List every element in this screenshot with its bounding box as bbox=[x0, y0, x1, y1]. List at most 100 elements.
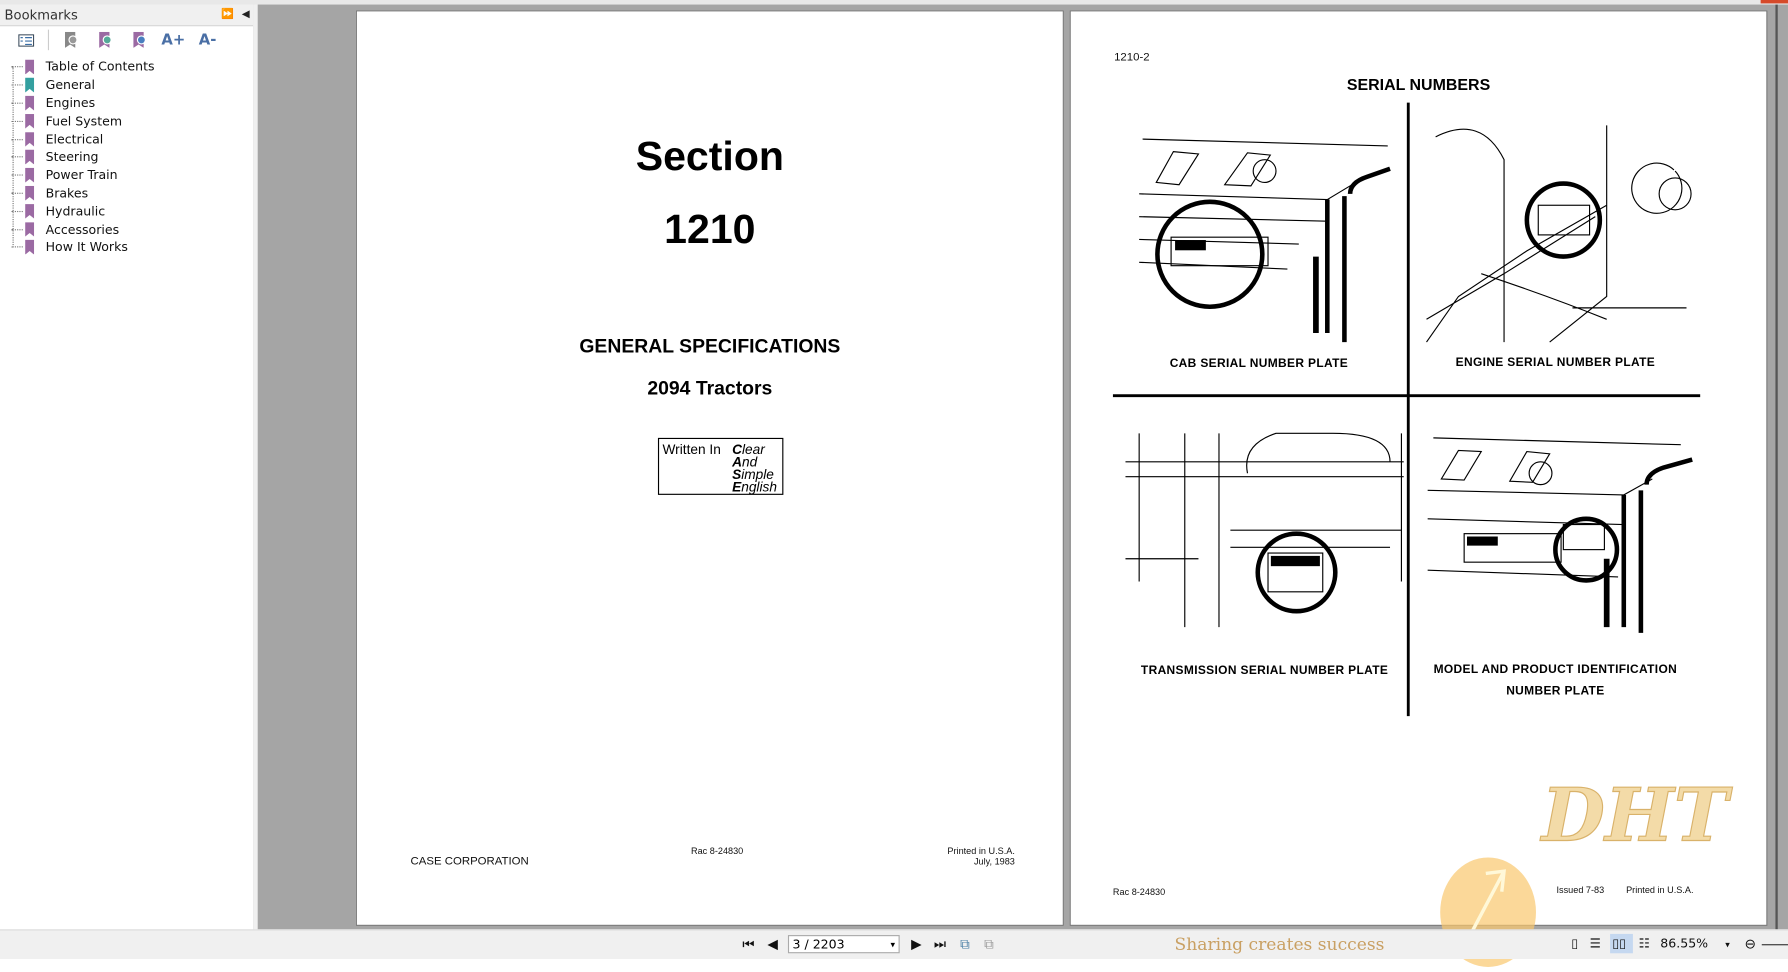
bookmark-label: Table of Contents bbox=[45, 59, 155, 75]
last-page-button[interactable]: ⏭ bbox=[933, 936, 947, 953]
section-number: 1210 bbox=[664, 205, 756, 253]
status-bar: ⏮ ◀ 3 / 2203 ▾ ▶ ⏭ ⧉ ⧉ Sharing creates su… bbox=[0, 929, 1788, 959]
letter-a: A bbox=[732, 453, 742, 470]
engine-illustration bbox=[1426, 125, 1692, 343]
caption-model-line2: NUMBER PLATE bbox=[1506, 684, 1605, 698]
caption-model-line1: MODEL AND PRODUCT IDENTIFICATION bbox=[1433, 662, 1678, 677]
page-number: 1210-2 bbox=[1114, 51, 1150, 64]
doc-title: GENERAL SPECIFICATIONS bbox=[579, 335, 841, 357]
two-page-view-button[interactable] bbox=[1610, 933, 1633, 954]
page-left: Section 1210 GENERAL SPECIFICATIONS 2094… bbox=[355, 10, 1064, 926]
increase-font-icon[interactable]: A+ bbox=[161, 31, 186, 49]
document-view[interactable]: Section 1210 GENERAL SPECIFICATIONS 2094… bbox=[257, 4, 1788, 930]
bookmark-label: Brakes bbox=[45, 185, 89, 201]
bookmark-engines[interactable]: Engines bbox=[11, 94, 253, 112]
add-bookmark-icon[interactable] bbox=[88, 29, 122, 52]
bookmark-icon bbox=[25, 239, 35, 255]
continuous-view-icon[interactable]: ☰ bbox=[1589, 936, 1601, 952]
page-number-value: 3 / 2203 bbox=[792, 937, 845, 953]
decrease-font-icon[interactable]: A- bbox=[198, 31, 217, 49]
two-page-continuous-icon[interactable]: ☷ bbox=[1638, 936, 1650, 952]
page-edge-shadow bbox=[1775, 4, 1778, 930]
chevron-down-icon[interactable]: ▾ bbox=[890, 939, 896, 950]
bookmarks-title: Bookmarks bbox=[4, 6, 78, 23]
bookmark-icon bbox=[25, 59, 35, 75]
next-view-icon[interactable]: ⧉ bbox=[984, 936, 994, 953]
bookmark-icon bbox=[25, 221, 35, 237]
bookmark-icon bbox=[25, 131, 35, 147]
zoom-out-icon[interactable]: ⊖ bbox=[1744, 936, 1757, 953]
bookmark-table-of-contents[interactable]: Table of Contents bbox=[11, 58, 253, 76]
bookmark-fuel-system[interactable]: Fuel System bbox=[11, 112, 253, 130]
bookmark-brakes[interactable]: Brakes bbox=[11, 184, 253, 202]
two-page-view-icon: ▯▯ bbox=[1612, 936, 1627, 952]
model-plate-illustration bbox=[1427, 437, 1693, 633]
printed-in: Printed in U.S.A. bbox=[1626, 884, 1694, 896]
watermark-logo-text: DHT bbox=[1541, 773, 1729, 859]
bookmark-electrical[interactable]: Electrical bbox=[11, 130, 253, 148]
next-page-button[interactable]: ▶ bbox=[911, 936, 922, 953]
print-date: July, 1983 bbox=[973, 856, 1015, 867]
serial-plate-illustrations bbox=[1112, 102, 1701, 717]
bookmarks-toolbar: A+ A- bbox=[0, 26, 253, 53]
bookmark-options-icon[interactable] bbox=[9, 29, 43, 52]
bookmark-steering[interactable]: Steering bbox=[11, 148, 253, 166]
section-label: Section bbox=[635, 132, 784, 180]
bookmark-label: How It Works bbox=[45, 239, 128, 255]
word-and: nd bbox=[741, 453, 758, 470]
issued-date: Issued 7-83 bbox=[1556, 884, 1605, 896]
doc-subtitle: 2094 Tractors bbox=[647, 377, 773, 400]
previous-page-button[interactable]: ◀ bbox=[767, 936, 778, 953]
rac-number: Rac 8-24830 bbox=[691, 846, 744, 857]
previous-view-icon[interactable]: ⧉ bbox=[960, 936, 970, 953]
bookmark-label: Electrical bbox=[45, 131, 104, 147]
bookmark-how-it-works[interactable]: How It Works bbox=[11, 238, 253, 256]
clear-english-box: Written In Clear And Simple English bbox=[657, 437, 784, 495]
bookmark-label: Accessories bbox=[45, 221, 120, 237]
letter-c: C bbox=[732, 441, 742, 458]
panel-splitter[interactable] bbox=[253, 4, 258, 930]
cab-illustration bbox=[1139, 138, 1391, 343]
caption-engine: ENGINE SERIAL NUMBER PLATE bbox=[1455, 355, 1656, 370]
bookmarks-panel: Bookmarks ⏩ ◀ A+ A- Table of Contents Ge… bbox=[0, 4, 255, 930]
page-number-input[interactable]: 3 / 2203 ▾ bbox=[787, 935, 900, 954]
zoom-level[interactable]: 86.55% bbox=[1660, 936, 1709, 952]
bookmark-icon bbox=[25, 149, 35, 165]
watermark-slogan: Sharing creates success bbox=[1174, 933, 1385, 955]
letter-e: E bbox=[732, 478, 742, 495]
go-to-bookmark-icon[interactable] bbox=[122, 29, 156, 52]
caption-transmission: TRANSMISSION SERIAL NUMBER PLATE bbox=[1140, 663, 1389, 678]
bookmark-icon bbox=[25, 167, 35, 183]
bookmark-icon bbox=[25, 203, 35, 219]
bookmark-tree: Table of Contents General Engines Fuel S… bbox=[0, 58, 253, 256]
bookmark-general[interactable]: General bbox=[11, 76, 253, 94]
bookmark-label: Engines bbox=[45, 95, 96, 111]
bookmark-power-train[interactable]: Power Train bbox=[11, 166, 253, 184]
single-page-view-icon[interactable]: ▯ bbox=[1571, 936, 1579, 952]
zoom-slider[interactable] bbox=[1761, 944, 1788, 946]
word-clear: lear bbox=[741, 441, 765, 458]
caption-cab: CAB SERIAL NUMBER PLATE bbox=[1169, 356, 1349, 371]
bookmark-icon bbox=[25, 77, 35, 93]
bookmark-label: Hydraulic bbox=[45, 203, 106, 219]
zoom-dropdown-icon[interactable]: ▾ bbox=[1725, 939, 1730, 950]
bookmark-label: Power Train bbox=[45, 167, 118, 183]
bookmark-accessories[interactable]: Accessories bbox=[11, 220, 253, 238]
delete-bookmark-icon[interactable] bbox=[54, 29, 88, 52]
company-name: CASE CORPORATION bbox=[410, 855, 529, 868]
first-page-button[interactable]: ⏮ bbox=[742, 936, 755, 953]
bookmark-icon bbox=[25, 113, 35, 129]
active-tab-indicator bbox=[1760, 0, 1788, 4]
word-english: nglish bbox=[741, 478, 777, 495]
rac-number: Rac 8-24830 bbox=[1112, 887, 1166, 898]
collapse-panel-icon[interactable]: ◀ bbox=[241, 9, 250, 21]
bookmark-hydraulic[interactable]: Hydraulic bbox=[11, 202, 253, 220]
clear-box-prefix: Written In bbox=[662, 441, 721, 458]
bookmark-label: Fuel System bbox=[45, 113, 123, 129]
bookmarks-header: Bookmarks ⏩ ◀ bbox=[0, 4, 254, 27]
bookmark-icon bbox=[25, 185, 35, 201]
bookmark-label: General bbox=[45, 77, 96, 93]
letter-s: S bbox=[732, 466, 742, 483]
expand-panel-icon[interactable]: ⏩ bbox=[221, 9, 235, 21]
